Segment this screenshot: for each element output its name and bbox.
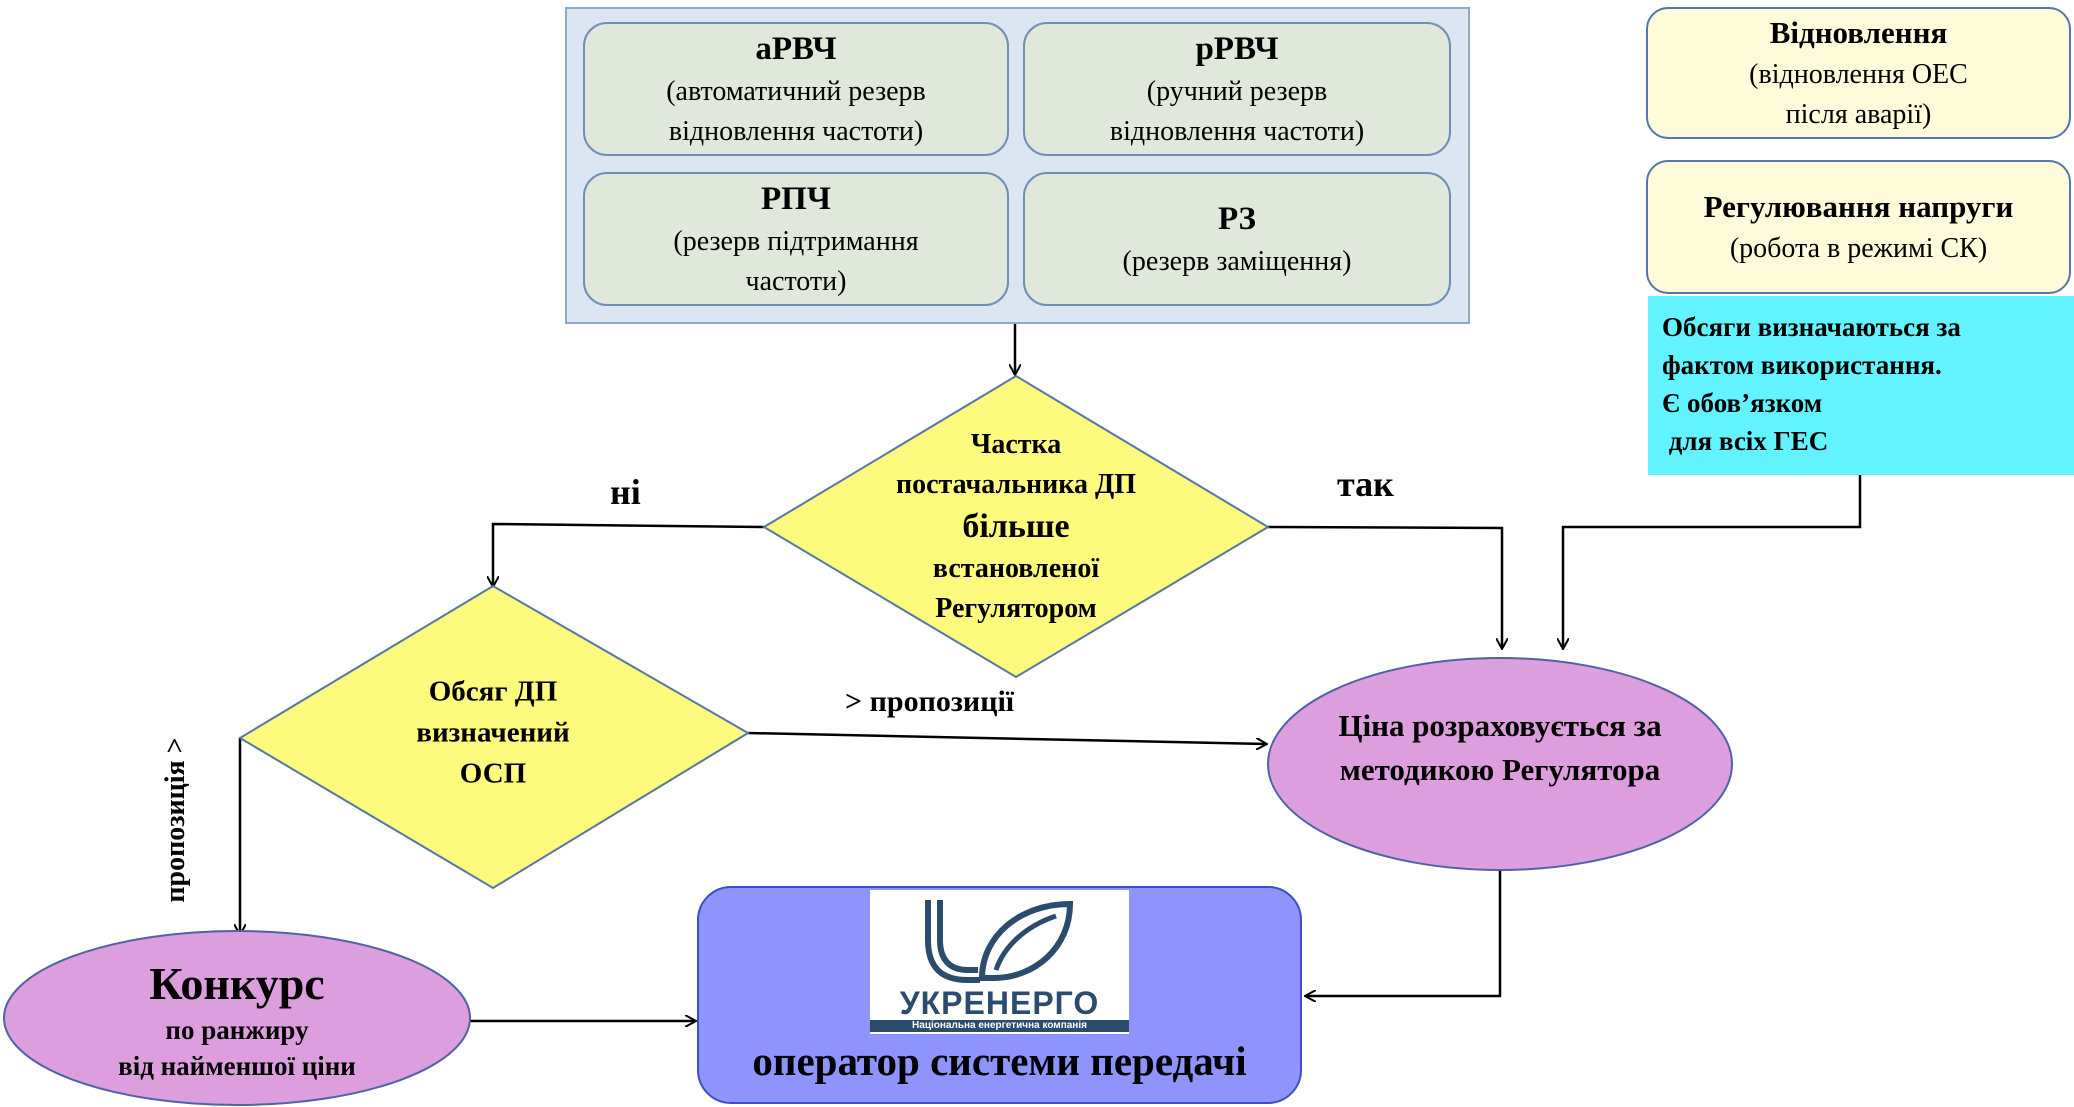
restoration-title: Відновлення	[1769, 15, 1948, 50]
note-line: Є обов’язком	[1662, 388, 1823, 418]
decision-line: ОСП	[459, 757, 527, 790]
reserve-desc: відновлення частоти)	[1109, 116, 1365, 147]
reserve-desc: відновлення частоти)	[668, 116, 924, 147]
price-ellipse	[1267, 657, 1733, 871]
reserve-rrvch-box: рРВЧ (ручний резерв відновлення частоти)	[1023, 22, 1451, 156]
arrow-no-branch	[493, 522, 765, 586]
note-line: для всіх ГЕС	[1662, 426, 1829, 456]
reserve-desc: (резерв підтримання	[673, 226, 919, 257]
arrow-decision2-to-price	[747, 731, 1266, 744]
decision-line: більше	[962, 508, 1070, 545]
arrow-note-to-price	[1563, 475, 1862, 648]
note-line: фактом використання.	[1662, 350, 1942, 380]
auction-ellipse	[3, 930, 471, 1106]
auction-text: Конкурс по ранжиру від найменшої ціни	[27, 956, 447, 1084]
restoration-desc: після аварії)	[1785, 99, 1932, 130]
decision-line: визначений	[416, 716, 570, 749]
reserve-arvch-box: аРВЧ (автоматичний резерв відновлення ча…	[583, 22, 1009, 156]
auction-line: по ранжиру	[165, 1015, 309, 1045]
reserve-rz-box: РЗ (резерв заміщення)	[1023, 172, 1451, 306]
voltage-desc: (робота в режимі СК)	[1729, 233, 1988, 264]
reserve-desc: (ручний резерв	[1146, 76, 1328, 107]
decision-share-text: Частка постачальника ДП більше встановле…	[866, 425, 1166, 629]
voltage-title: Регулювання напруги	[1703, 189, 2014, 224]
note-line: Обсяги визначаються за	[1662, 312, 1961, 342]
decision-diamond-share	[762, 374, 1270, 679]
reserve-title: РПЧ	[760, 181, 832, 217]
restoration-box: Відновлення (відновлення ОЕС після аварі…	[1646, 7, 2071, 139]
reserve-title: рРВЧ	[1195, 31, 1279, 67]
price-line: методикою Регулятора	[1339, 752, 1661, 787]
reserve-desc: (резерв заміщення)	[1122, 246, 1352, 277]
reserve-desc: (автоматичний резерв	[666, 76, 926, 107]
auction-line: від найменшої ціни	[118, 1051, 356, 1081]
reserve-title: аРВЧ	[755, 31, 837, 67]
price-text: Ціна розраховується за методикою Регулят…	[1290, 704, 1710, 792]
decision-volume-text: Обсяг ДП визначений ОСП	[363, 672, 623, 795]
arrow-yes-branch	[1267, 525, 1502, 648]
arrow-price-to-tso	[1306, 836, 1502, 996]
label-yes: так	[1337, 464, 1394, 504]
voltage-box: Регулювання напруги (робота в режимі СК)	[1646, 160, 2071, 294]
logo-tagline: Національна енергетична компанія	[870, 1020, 1129, 1032]
decision-line: встановленої	[932, 553, 1100, 584]
decision-line: Обсяг ДП	[428, 675, 558, 708]
decision-line: постачальника ДП	[895, 469, 1137, 500]
tso-caption: оператор системи передачі	[752, 1038, 1247, 1084]
ukrenergo-mark-icon	[925, 900, 1074, 983]
reserve-rpch-box: РПЧ (резерв підтримання частоти)	[583, 172, 1009, 306]
volume-note: Обсяги визначаються за фактом використан…	[1648, 296, 2074, 475]
label-offer-greater: пропозиція >	[160, 737, 191, 903]
reserve-title: РЗ	[1218, 201, 1256, 237]
decision-line: Частка	[970, 429, 1062, 460]
restoration-desc: (відновлення ОЕС	[1749, 59, 1968, 90]
ukrenergo-logo: УКРЕНЕРГО Національна енергетична компан…	[870, 890, 1129, 1034]
auction-title: Конкурс	[149, 958, 325, 1009]
logo-wordmark: УКРЕНЕРГО	[899, 985, 1100, 1021]
label-greater-than-offer: > пропозиції	[845, 685, 1015, 718]
label-no: ні	[610, 472, 641, 512]
price-line: Ціна розраховується за	[1338, 708, 1662, 743]
decision-line: Регулятором	[935, 593, 1097, 624]
decision-diamond-volume	[238, 584, 750, 890]
reserve-desc: частоти)	[745, 266, 847, 297]
